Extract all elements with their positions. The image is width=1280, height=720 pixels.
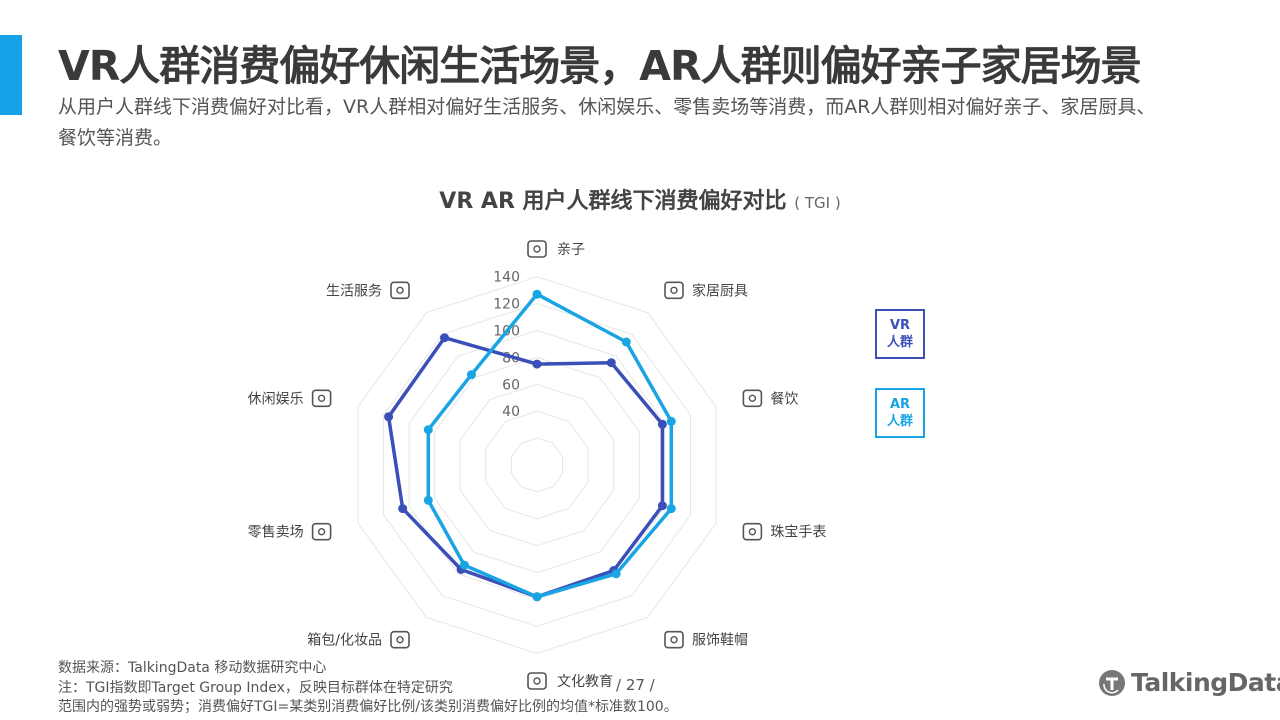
category-label: 文化教育	[557, 674, 613, 690]
series-point	[532, 359, 542, 369]
talkingdata-logo-text: TalkingData	[1131, 668, 1280, 697]
radar-tick-label: 40	[502, 404, 520, 420]
series-point	[621, 337, 631, 347]
legend-vr: VR 人群	[875, 309, 925, 359]
radar-grid-ring	[383, 303, 691, 627]
series-point	[666, 504, 676, 514]
sofa-icon	[664, 281, 684, 300]
category-label: 服饰鞋帽	[692, 633, 748, 649]
category-label: 箱包/化妆品	[307, 633, 382, 649]
radar-tick-label: 120	[493, 297, 520, 313]
series-point	[657, 419, 667, 429]
category-label: 亲子	[557, 242, 585, 258]
radar-grid-ring	[459, 383, 615, 547]
title-accent-bar	[0, 35, 22, 115]
category-label: 家居厨具	[692, 282, 748, 299]
footnote-note-line-1: 注：TGI指数即Target Group Index，反映目标群体在特定研究	[58, 680, 453, 696]
radar-category-icons	[311, 240, 763, 690]
page-title: VR人群消费偏好休闲生活场景，AR人群则偏好亲子家居场景	[58, 42, 1142, 90]
radar-grid-ring	[357, 276, 717, 654]
series-point	[611, 569, 621, 579]
storefront-icon	[311, 522, 332, 541]
series-point	[398, 504, 408, 514]
talkingdata-logo-icon	[1099, 669, 1125, 696]
series-point	[459, 560, 469, 570]
category-label: 珠宝手表	[770, 525, 826, 541]
camera-icon	[311, 389, 332, 408]
category-label: 餐饮	[770, 391, 798, 407]
series-point	[423, 425, 433, 435]
footnote-note-line-2: 范围内的强势或弱势；消费偏好TGI=某类别消费偏好比例/该类别消费偏好比例的均值…	[58, 699, 678, 715]
radar-tick-label: 140	[493, 270, 520, 286]
category-label: 生活服务	[326, 283, 382, 299]
series-point	[384, 412, 394, 422]
series-point	[606, 358, 616, 368]
series-point	[440, 333, 449, 343]
category-label: 休闲娱乐	[248, 391, 304, 407]
piano-icon	[527, 672, 547, 690]
radar-grid	[357, 276, 717, 654]
series-point	[532, 592, 542, 602]
radar-tick-label: 60	[502, 377, 520, 393]
radar-grid-ring	[510, 437, 564, 493]
page-subtitle: 从用户人群线下消费偏好对比看，VR人群相对偏好生活服务、休闲娱乐、零售卖场等消费…	[58, 96, 1156, 149]
stroller-icon	[527, 240, 547, 258]
lipstick-icon	[390, 630, 410, 649]
legend-ar-label: AR 人群	[886, 397, 913, 429]
bread-icon	[742, 389, 763, 408]
legend-vr-label: VR 人群	[886, 318, 913, 350]
series-point	[657, 501, 667, 511]
chart-title-unit: ( TGI )	[794, 194, 841, 212]
series-point	[423, 495, 433, 505]
talkingdata-logo: TalkingData	[1098, 668, 1280, 697]
jacket-icon	[664, 630, 684, 649]
radar-grid-ring	[485, 410, 589, 520]
chart-title: VR AR 用户人群线下消费偏好对比 ( TGI )	[0, 183, 1280, 215]
footnote-source: 数据来源：TalkingData 移动数据研究中心	[58, 660, 327, 676]
series-point	[666, 416, 676, 426]
page-number: / 27 /	[616, 676, 655, 694]
series-line	[426, 292, 674, 599]
category-label: 零售卖场	[248, 525, 304, 541]
radar-grid-ring	[434, 356, 640, 574]
series-point	[466, 370, 476, 380]
watch-icon	[742, 522, 763, 541]
map-icon	[390, 281, 410, 300]
series-point	[532, 289, 542, 299]
chart-title-text: VR AR 用户人群线下消费偏好对比	[439, 189, 787, 214]
radar-series	[384, 289, 676, 602]
legend-ar: AR 人群	[875, 388, 925, 438]
